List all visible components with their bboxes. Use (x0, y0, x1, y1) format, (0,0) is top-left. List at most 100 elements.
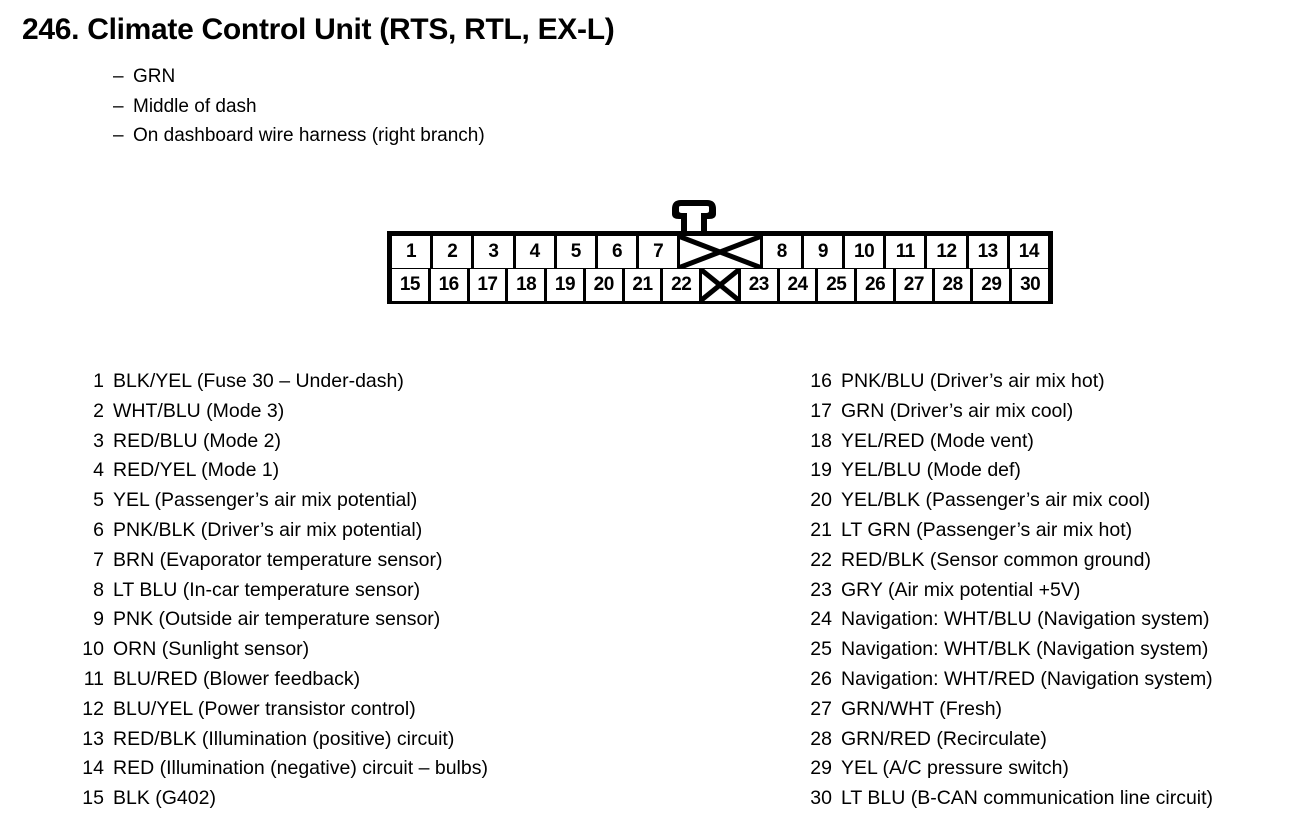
pin-description: YEL (Passenger’s air mix potential) (113, 489, 418, 512)
pin-number: 14 (82, 757, 104, 780)
pin-number: 5 (93, 489, 104, 512)
pin-number: 21 (810, 518, 832, 541)
pin-number: 6 (93, 518, 104, 541)
pin-description-row: 23 GRY (Air mix potential +5V) (806, 576, 1306, 606)
pin-description: BLU/YEL (Power transistor control) (113, 697, 416, 720)
pin-number: 9 (93, 608, 104, 631)
connector-pin-27: 27 (895, 269, 932, 301)
subtitle-row: –GRN (113, 62, 813, 92)
pin-description-row: 9 PNK (Outside air temperature sensor) (78, 605, 698, 635)
pin-description: YEL (A/C pressure switch) (841, 757, 1069, 780)
connector-pin-23: 23 (740, 269, 777, 301)
pin-description: RED/YEL (Mode 1) (113, 459, 280, 482)
pin-description-row: 4 RED/YEL (Mode 1) (78, 456, 698, 486)
pin-description-row: 29 YEL (A/C pressure switch) (806, 754, 1306, 784)
connector-pin-24: 24 (779, 269, 816, 301)
subtitle-dash: – (113, 95, 124, 117)
pin-number: 29 (810, 757, 832, 780)
connector-pin-13: 13 (968, 236, 1007, 268)
pin-description: ORN (Sunlight sensor) (113, 638, 310, 661)
pin-description-row: 13 RED/BLK (Illumination (positive) circu… (78, 725, 698, 755)
pin-description: RED/BLK (Illumination (positive) circuit… (113, 727, 455, 750)
pin-description: LT GRN (Passenger’s air mix hot) (841, 518, 1133, 541)
pin-description: LT BLU (B-CAN communication line circuit… (841, 787, 1214, 810)
connector-pin-1: 1 (392, 236, 431, 268)
connector-pin-30: 30 (1012, 269, 1049, 301)
pin-description: YEL/BLU (Mode def) (841, 459, 1021, 482)
pin-number: 10 (82, 638, 104, 661)
pin-number: 18 (810, 429, 832, 452)
pin-description-row: 30 LT BLU (B-CAN communication line circu… (806, 784, 1306, 814)
pin-number: 13 (82, 727, 104, 750)
connector-pin-25: 25 (818, 269, 855, 301)
pin-description-row: 5 YEL (Passenger’s air mix potential) (78, 486, 698, 516)
connector-pin-10: 10 (845, 236, 884, 268)
subtitle-list: –GRN–Middle of dash–On dashboard wire ha… (113, 62, 813, 151)
pin-number: 30 (810, 787, 832, 810)
pin-description-row: 26 Navigation: WHT/RED (Navigation system… (806, 665, 1306, 695)
subtitle-dash: – (113, 125, 124, 146)
pin-description: Navigation: WHT/BLU (Navigation system) (841, 608, 1210, 631)
pin-number: 3 (93, 429, 104, 452)
connector-pin-28: 28 (934, 269, 971, 301)
pin-description: Navigation: WHT/BLK (Navigation system) (841, 638, 1209, 661)
pin-number: 15 (82, 787, 104, 810)
subtitle-text: GRN (133, 66, 176, 87)
pin-number: 8 (93, 578, 104, 601)
pin-description: YEL/RED (Mode vent) (841, 429, 1034, 452)
pin-description: BLU/RED (Blower feedback) (113, 667, 361, 690)
pin-number: 28 (810, 727, 832, 750)
connector-pin-18: 18 (508, 269, 545, 301)
pin-number: 23 (810, 578, 832, 601)
connector-pin-2: 2 (433, 236, 472, 268)
connector-pin-26: 26 (857, 269, 893, 301)
connector-latch-icon (662, 197, 726, 239)
pin-description: PNK (Outside air temperature sensor) (113, 608, 441, 631)
subtitle-row: –On dashboard wire harness (right branch… (113, 121, 813, 151)
connector-pin-3: 3 (474, 236, 513, 268)
connector-pin-8: 8 (762, 236, 801, 268)
pin-description: BLK/YEL (Fuse 30 – Under-dash) (113, 370, 404, 392)
connector-pin-9: 9 (803, 236, 843, 268)
pin-number: 12 (82, 697, 104, 720)
pin-description: RED/BLK (Sensor common ground) (841, 548, 1151, 571)
subtitle-text: On dashboard wire harness (right branch) (133, 125, 485, 146)
pin-number: 4 (93, 459, 104, 482)
pin-description: Navigation: WHT/RED (Navigation system) (841, 667, 1213, 690)
pin-description-row: 18 YEL/RED (Mode vent) (806, 427, 1306, 457)
page-title: 246. Climate Control Unit (RTS, RTL, EX-… (22, 13, 615, 46)
connector-pin-22: 22 (663, 269, 700, 301)
pin-description: GRN (Driver’s air mix cool) (841, 399, 1074, 422)
pin-description: GRN/WHT (Fresh) (841, 697, 1003, 720)
pin-description-row: 21 LT GRN (Passenger’s air mix hot) (806, 516, 1306, 546)
pin-description: RED (Illumination (negative) circuit – b… (113, 757, 488, 780)
pin-description: WHT/BLU (Mode 3) (113, 399, 285, 422)
pin-number: 26 (810, 667, 832, 690)
pin-number: 16 (810, 370, 832, 392)
pin-description-row: 12 BLU/YEL (Power transistor control) (78, 695, 698, 725)
connector-pin-19: 19 (547, 269, 583, 301)
pin-description: GRY (Air mix potential +5V) (841, 578, 1081, 601)
subtitle-dash: – (113, 66, 124, 87)
pin-description: YEL/BLK (Passenger’s air mix cool) (841, 489, 1151, 512)
connector-pin-16: 16 (430, 269, 467, 301)
connector-pin-29: 29 (973, 269, 1010, 301)
pin-description: BLK (G402) (113, 787, 216, 810)
pin-number: 24 (810, 608, 832, 631)
